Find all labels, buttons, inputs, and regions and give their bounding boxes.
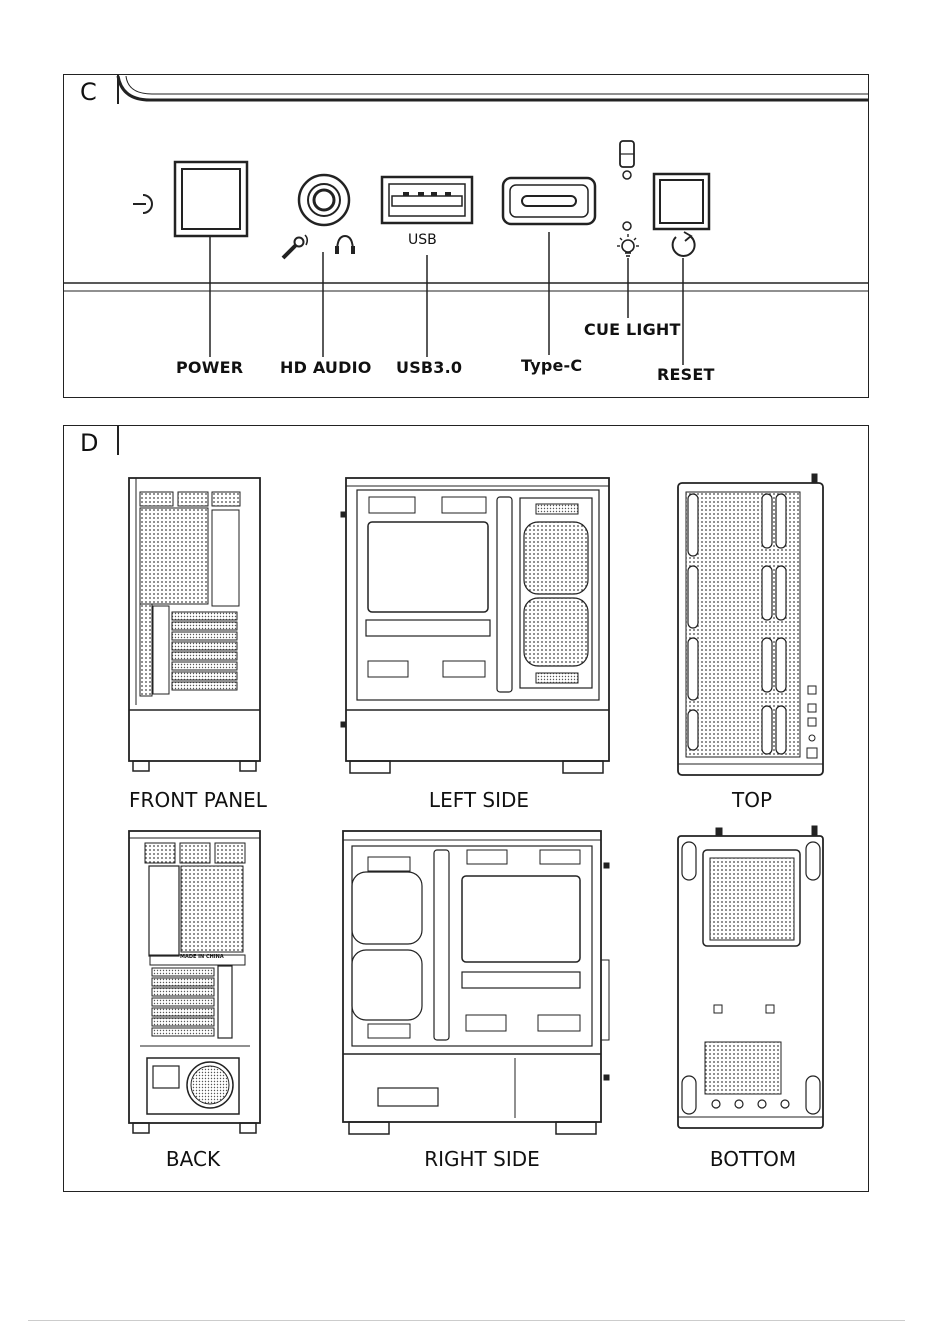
back-made-in-label: MADE IN CHINA bbox=[180, 954, 224, 960]
front-panel-drawing bbox=[129, 478, 260, 771]
bottom-view-drawing bbox=[678, 826, 823, 1128]
top-view-drawing bbox=[678, 474, 823, 775]
view-title-left: LEFT SIDE bbox=[379, 788, 579, 812]
view-title-top: TOP bbox=[652, 788, 852, 812]
left-side-drawing bbox=[341, 478, 609, 773]
right-side-drawing bbox=[343, 831, 609, 1134]
view-title-back: BACK bbox=[93, 1147, 293, 1171]
page-bottom-rule bbox=[28, 1320, 905, 1321]
view-title-bottom: BOTTOM bbox=[653, 1147, 853, 1171]
view-title-front: FRONT PANEL bbox=[98, 788, 298, 812]
back-view-drawing bbox=[129, 831, 260, 1133]
view-title-right: RIGHT SIDE bbox=[382, 1147, 582, 1171]
